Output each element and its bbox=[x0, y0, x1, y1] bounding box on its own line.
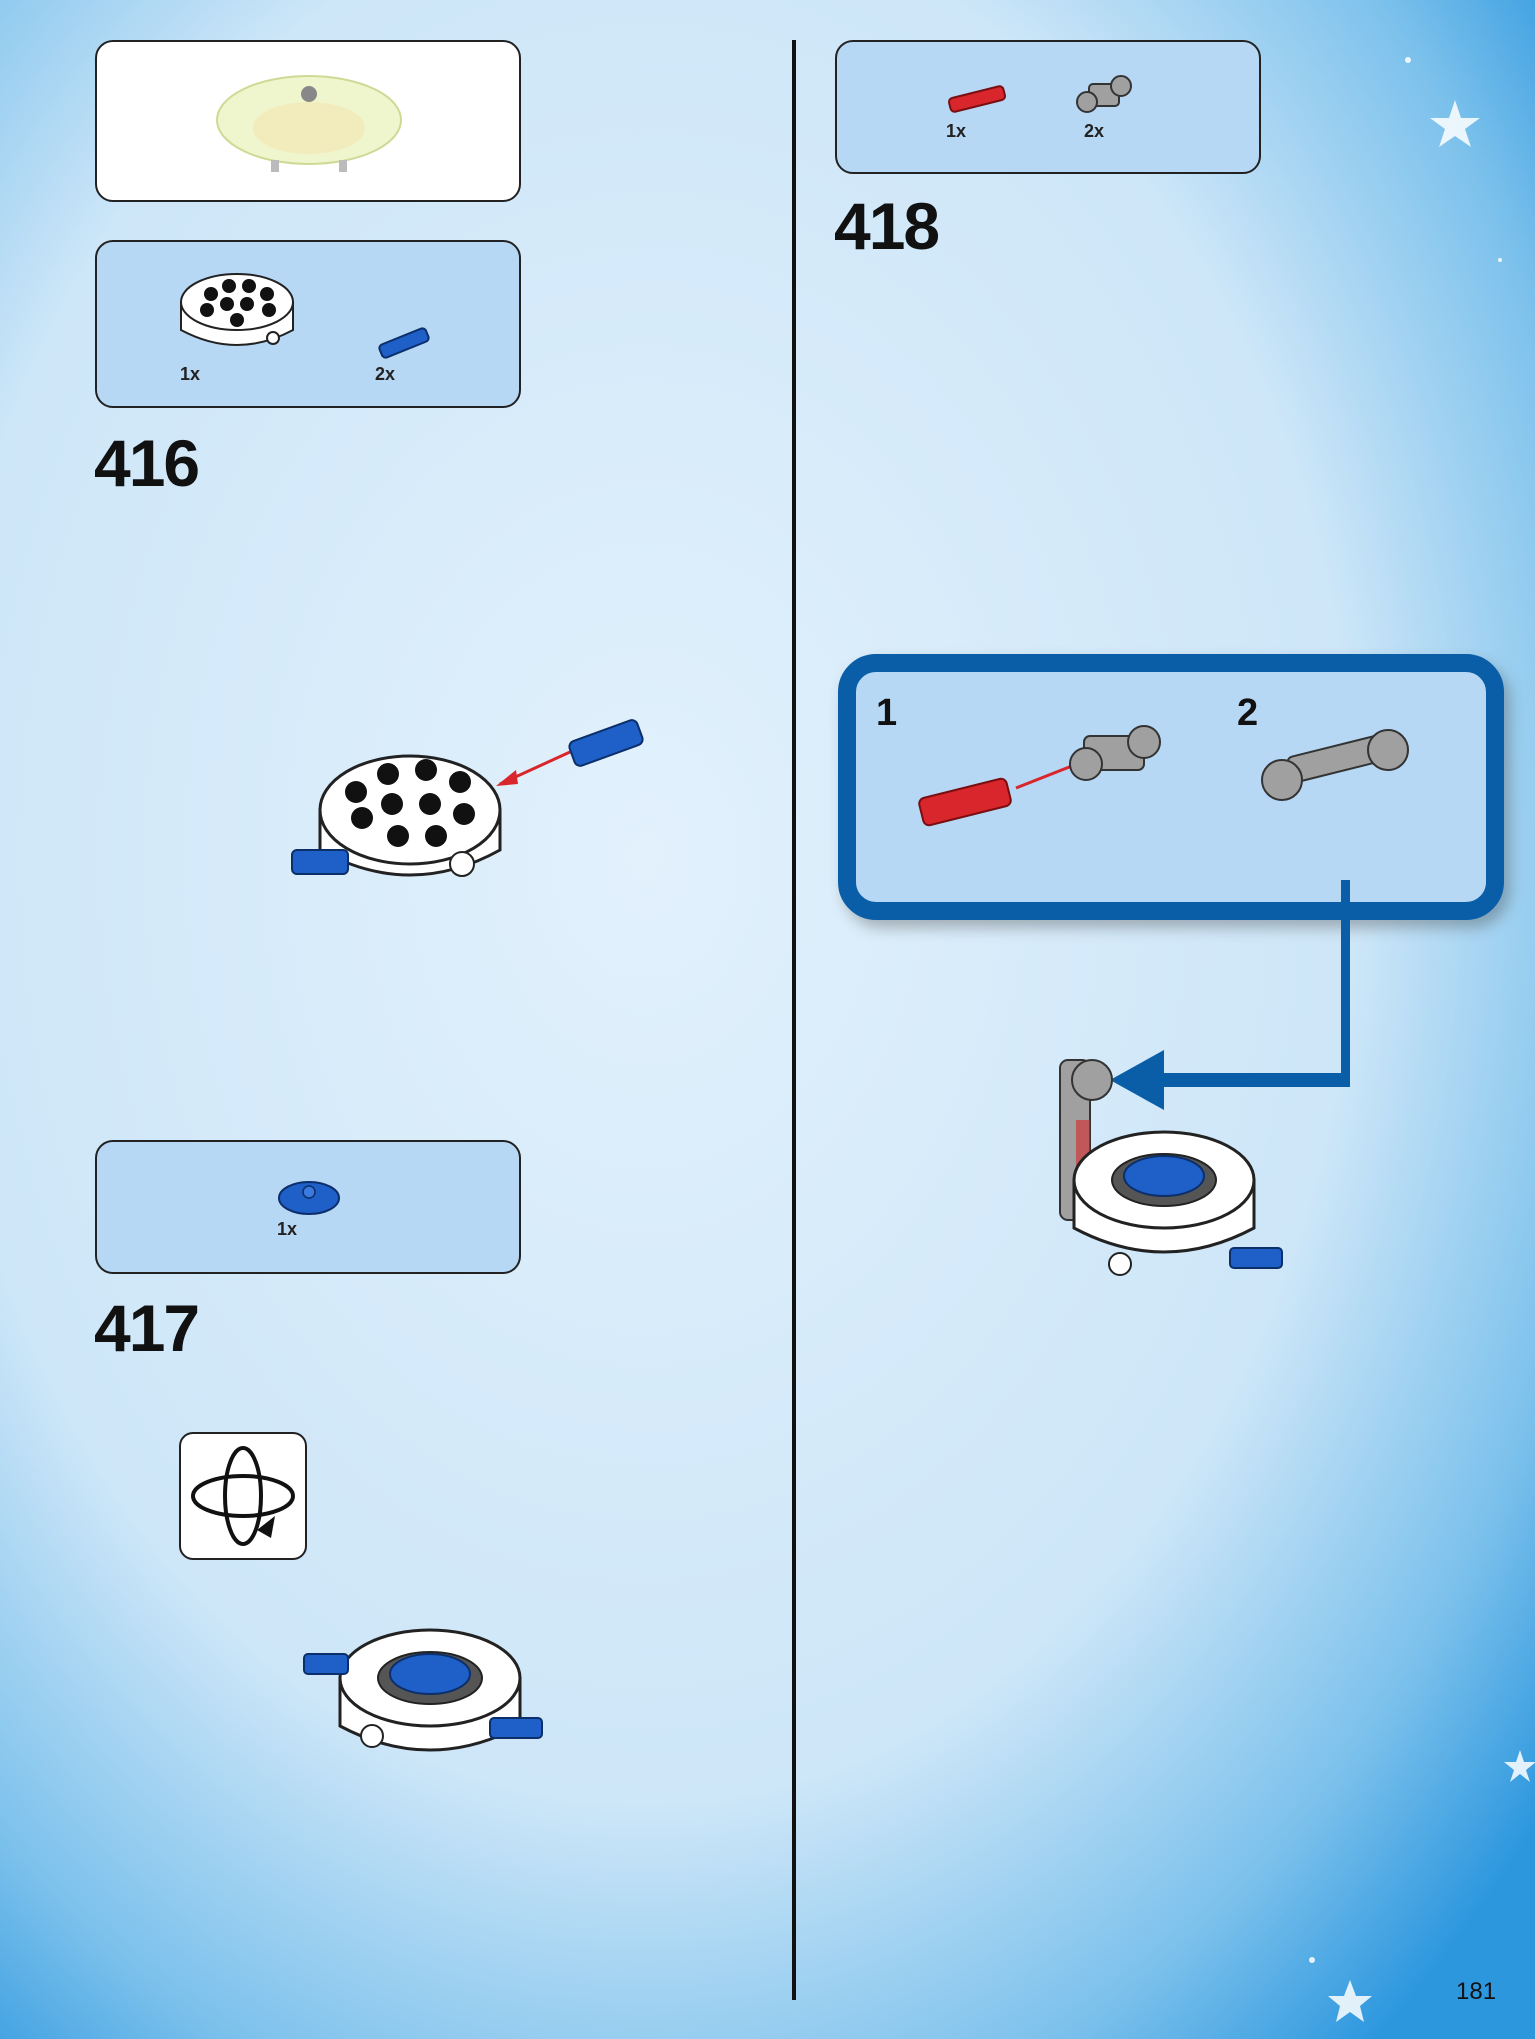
step-418-model bbox=[1059, 1059, 1283, 1276]
step-number-417: 417 bbox=[94, 1291, 200, 1365]
step-417-model bbox=[303, 1628, 543, 1752]
part-qty-418-connector: 2x bbox=[1084, 121, 1105, 141]
parts-art-418 bbox=[947, 75, 1132, 113]
part-qty-417-plate: 1x bbox=[277, 1219, 298, 1239]
model-preview-panel bbox=[95, 40, 521, 202]
step-number-416: 416 bbox=[94, 426, 200, 500]
part-qty-418-axle: 1x bbox=[946, 121, 967, 141]
callout-arrow bbox=[1110, 880, 1350, 1110]
rotate-model-icon bbox=[191, 1446, 295, 1546]
substep-number-1: 1 bbox=[876, 692, 898, 734]
part-qty-416-pin: 2x bbox=[375, 364, 396, 384]
parts-list-418 bbox=[835, 40, 1261, 174]
rotate-model-icon-box bbox=[179, 1432, 307, 1560]
substep-number-2: 2 bbox=[1237, 692, 1259, 734]
round-brick-white-icon bbox=[180, 273, 294, 346]
axle-red-icon bbox=[947, 85, 1007, 113]
disc-preview-image bbox=[216, 75, 402, 172]
step-number-418: 418 bbox=[834, 189, 940, 263]
parts-art-417 bbox=[278, 1181, 340, 1215]
parts-art-416 bbox=[180, 273, 430, 359]
sub-assembly-callout bbox=[838, 654, 1504, 920]
sub-assembly-art bbox=[918, 725, 1409, 827]
parts-list-417 bbox=[95, 1140, 521, 1274]
parts-list-416 bbox=[95, 240, 521, 408]
cross-connector-gray-icon bbox=[1076, 75, 1132, 113]
step-416-model bbox=[291, 719, 644, 877]
part-qty-416-brick: 1x bbox=[180, 364, 201, 384]
pin-blue-icon bbox=[378, 327, 430, 359]
column-divider bbox=[792, 40, 796, 2000]
round-plate-blue-icon bbox=[278, 1181, 340, 1215]
page-number: 181 bbox=[1456, 1978, 1497, 2005]
